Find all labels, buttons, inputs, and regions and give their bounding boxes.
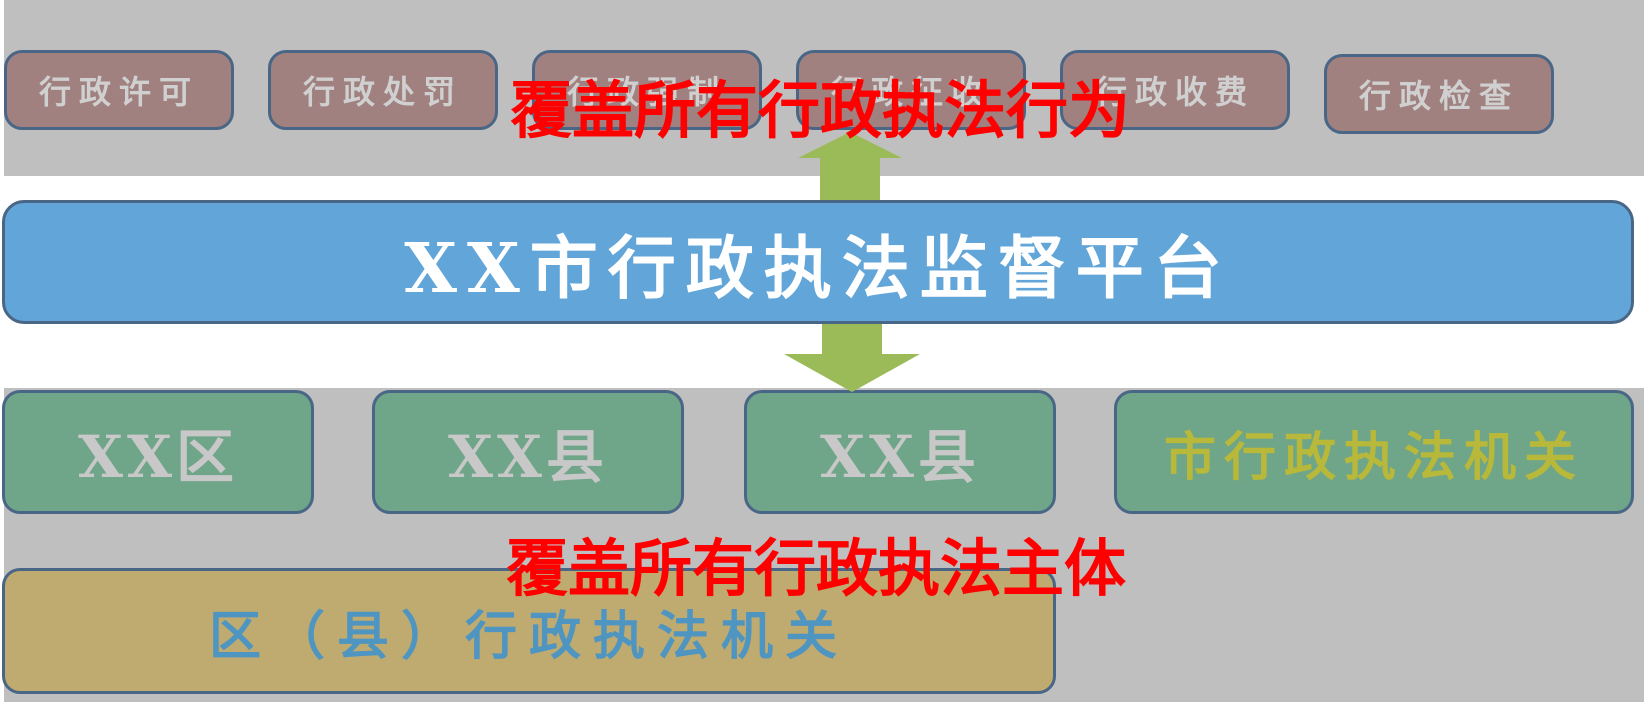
- act-label: 行政处罚: [302, 73, 463, 111]
- subject-label: XX县: [447, 423, 608, 491]
- supervision-platform-box: XX市行政执法监督平台: [2, 200, 1634, 324]
- act-box-permit: 行政许可: [4, 50, 234, 130]
- act-box-fee: 行政收费: [1060, 50, 1290, 130]
- subject-box-city-agencies: 市行政执法机关: [1114, 390, 1634, 514]
- act-label: 行政征收: [830, 73, 991, 111]
- arrow-up-icon: [798, 132, 902, 200]
- act-box-coercion: 行政强制: [532, 50, 762, 130]
- act-label: 行政收费: [1094, 73, 1255, 111]
- coverage-subjects-label: 覆盖所有行政执法主体: [506, 532, 1127, 605]
- subject-box-county-1: XX县: [372, 390, 684, 514]
- coverage-acts-label: 覆盖所有行政执法行为: [510, 74, 1131, 147]
- district-agencies-box: 区（县）行政执法机关: [2, 568, 1056, 694]
- platform-title: XX市行政执法监督平台: [404, 228, 1232, 309]
- act-box-levy: 行政征收: [796, 50, 1026, 130]
- act-box-inspection: 行政检查: [1324, 54, 1554, 134]
- subject-label: XX县: [819, 423, 980, 491]
- act-label: 行政许可: [38, 73, 199, 111]
- subject-label: XX区: [77, 423, 238, 491]
- subject-label: 市行政执法机关: [1163, 426, 1584, 488]
- district-agencies-label: 区（县）行政执法机关: [208, 605, 849, 667]
- subject-box-district: XX区: [2, 390, 314, 514]
- subject-box-county-2: XX县: [744, 390, 1056, 514]
- act-label: 行政检查: [1358, 77, 1519, 115]
- arrow-down-icon: [784, 324, 920, 392]
- act-box-penalty: 行政处罚: [268, 50, 498, 130]
- act-label: 行政强制: [566, 73, 727, 111]
